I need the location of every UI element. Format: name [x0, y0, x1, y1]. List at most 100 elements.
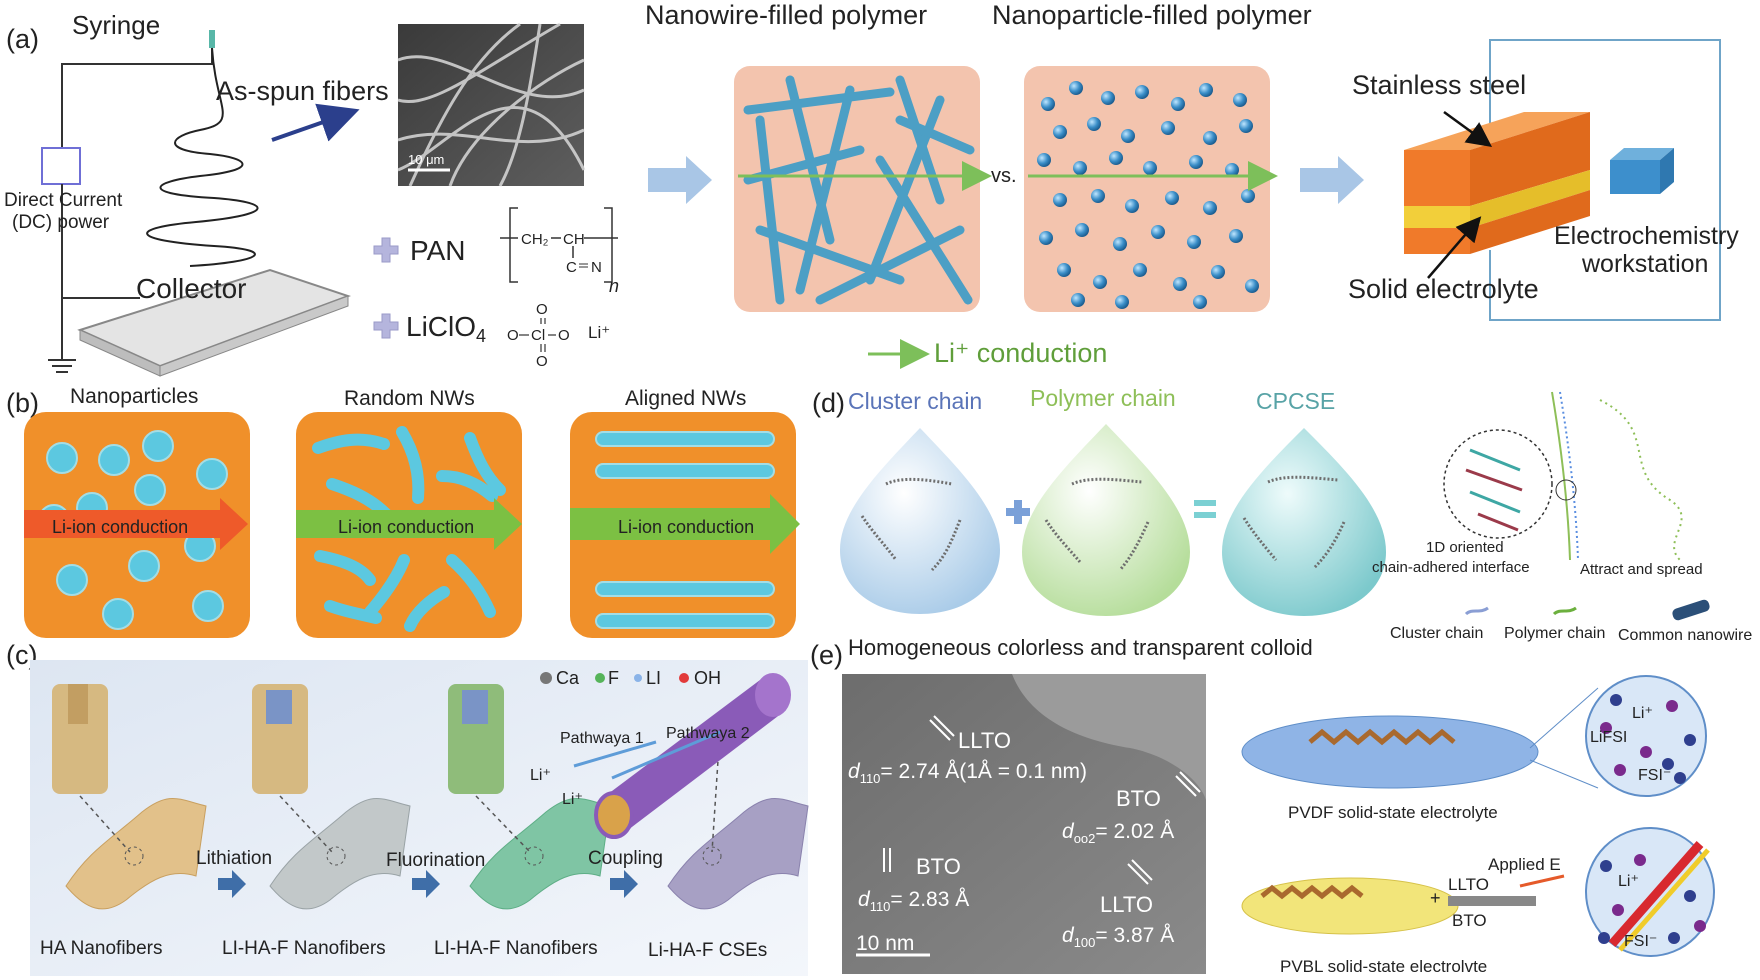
nanoparticle-bead: [1093, 275, 1107, 289]
pan-label: PAN: [410, 235, 466, 266]
pvbl-fsi: FSI⁻: [1624, 933, 1657, 950]
ground-symbol: [48, 184, 76, 373]
membrane-1: [65, 797, 207, 910]
nanoparticle-bead: [1125, 199, 1139, 213]
li-conduction-label: Li⁺ conduction: [934, 338, 1107, 368]
tem-scale: 10 nm: [856, 932, 914, 955]
panel-e-label: (e): [810, 640, 843, 670]
panel-c: (c) Lithiation Fluorination Couplin: [6, 640, 809, 976]
applied-e-arrow: [1519, 874, 1565, 888]
pvbl-bto: BTO: [1452, 911, 1487, 930]
c-caption-4: Li-HA-F CSEs: [648, 940, 767, 961]
plus-icon: [373, 237, 399, 263]
svg-text:Cl: Cl: [531, 327, 545, 344]
b-title-1: Nanoparticles: [70, 385, 198, 408]
pathway-2-label: Pathwaya 2: [666, 725, 750, 742]
applied-e-label: Applied E: [1488, 855, 1561, 874]
workstation-box: [1610, 148, 1674, 194]
d-legend-cluster: Cluster chain: [1390, 625, 1483, 642]
nanoparticle-box: [1024, 66, 1270, 312]
sem-scale-label: 10 μm: [408, 152, 444, 167]
ion-dot: [1612, 904, 1624, 916]
legend-li: LI: [646, 668, 661, 688]
c-cylinders: [52, 684, 504, 794]
nanoparticle-bead: [1225, 163, 1239, 177]
liclo4-component: LiClO4 O O Cl O O Li⁺: [373, 301, 610, 370]
dc-power-box: [41, 147, 81, 185]
c-caption-3: LI-HA-F Nanofibers: [434, 938, 598, 959]
nanoparticle-bead: [1087, 117, 1101, 131]
nanoparticle-title: Nanoparticle-filled polymer: [992, 0, 1312, 30]
svg-text:O: O: [536, 301, 548, 318]
nanoparticle-bead: [1135, 85, 1149, 99]
pvdf-fsi: FSI⁻: [1638, 767, 1671, 784]
e-bto-1: BTO: [1116, 786, 1161, 811]
ion-dot: [1674, 772, 1686, 784]
ion-dot: [1694, 920, 1706, 932]
nanoparticle-bead: [1039, 231, 1053, 245]
nanowires: [743, 75, 975, 305]
d-plus-icon: [1006, 500, 1030, 524]
c-fiber-tube: [594, 673, 791, 839]
cell-wire: [1489, 39, 1721, 321]
solid-electrolyte-label: Solid electrolyte: [1348, 274, 1539, 304]
b-title-2: Random NWs: [344, 387, 475, 410]
b-title-3: Aligned NWs: [625, 387, 746, 410]
nanoparticle-bead: [1193, 295, 1207, 309]
legend-f: F: [608, 668, 619, 688]
plus-icon-2: [373, 313, 399, 339]
ion-dot: [1600, 722, 1612, 734]
legend-ca: Ca: [556, 668, 580, 688]
pvdf-label: PVDF solid-state electrolyte: [1288, 803, 1498, 822]
b-conduction-1: Li-ion conduction: [52, 517, 188, 537]
process-arrow-2: [1300, 156, 1364, 204]
nanowire-title: Nanowire-filled polymer: [645, 0, 927, 30]
membrane-2: [269, 797, 411, 910]
pvdf-ions: [1600, 694, 1696, 784]
c-li-2: Li⁺: [562, 791, 583, 808]
d-polymer-title: Polymer chain: [1030, 385, 1176, 411]
c-step-1: Lithiation: [196, 848, 272, 869]
d-cpcse-title: CPCSE: [1256, 388, 1335, 414]
panel-a: (a) Syringe Direct Current (DC) power Co…: [4, 0, 1739, 377]
b-conduction-3: Li-ion conduction: [618, 517, 754, 537]
c-step-3: Coupling: [588, 848, 663, 869]
ion-dot: [1610, 694, 1622, 706]
pvbl-label: PVBL solid-state electrolvte: [1280, 957, 1487, 976]
legend-li-dot: [634, 674, 642, 682]
e-llto-1: LLTO: [958, 728, 1011, 753]
c-li-1: Li⁺: [530, 767, 551, 784]
nanoparticle-bead: [1101, 91, 1115, 105]
svg-text:C: C: [566, 259, 577, 276]
nanoparticle-bead: [1041, 97, 1055, 111]
pvdf-disc: [1241, 715, 1539, 789]
c-legend: Ca F LI OH: [540, 668, 721, 688]
dc-label-1: Direct Current: [4, 190, 123, 211]
nanoparticle-bead: [1203, 201, 1217, 215]
c-arrow-2: [412, 870, 440, 898]
pvbl-ions: [1598, 854, 1706, 944]
pan-component: PAN CH₂ CH C N n: [373, 207, 619, 296]
workstation-label-2: workstation: [1581, 250, 1708, 278]
svg-text:n: n: [609, 276, 619, 296]
nanoparticles: [1037, 81, 1259, 309]
ion-dot: [1634, 854, 1646, 866]
d-equals-icon: [1194, 500, 1216, 506]
stainless-label: Stainless steel: [1352, 70, 1526, 100]
nanoparticle-bead: [1053, 125, 1067, 139]
nanoparticle-bead: [1203, 131, 1217, 145]
ion-dot: [1684, 734, 1696, 746]
svg-text:O: O: [507, 327, 519, 344]
legend-f-dot: [595, 673, 605, 683]
droplet-polymer: [1022, 424, 1190, 616]
e-title: Homogeneous colorless and transparent co…: [848, 635, 1313, 660]
e-d100: d100= 3.87 Å: [1062, 924, 1174, 950]
nanoparticle-bead: [1241, 189, 1255, 203]
as-spun-label: As-spun fibers: [216, 76, 389, 106]
panel-e: (e) Homogeneous colorless and transparen…: [810, 635, 1715, 976]
c-arrow-1: [218, 870, 246, 898]
droplet-cluster: [840, 428, 1000, 614]
panel-a-label: (a): [6, 24, 39, 54]
b-conduction-2: Li-ion conduction: [338, 517, 474, 537]
